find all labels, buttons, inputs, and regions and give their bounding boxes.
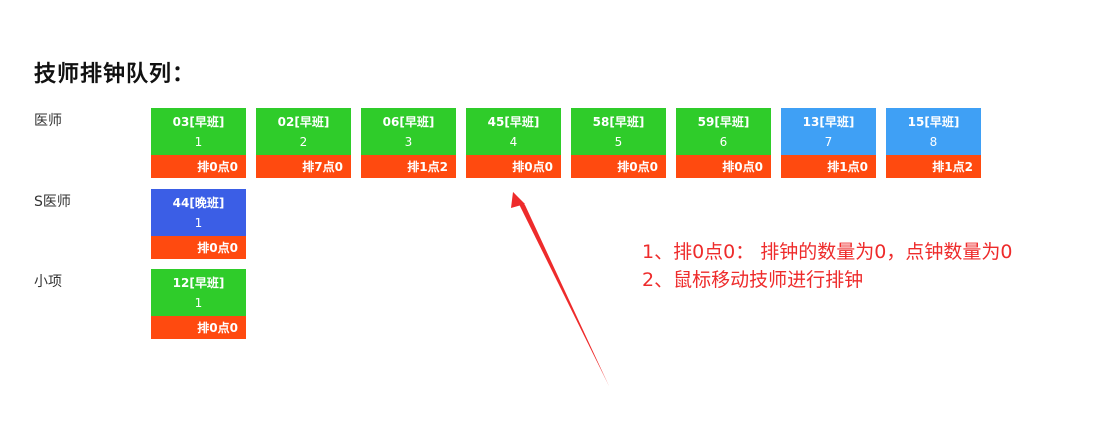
technician-card[interactable]: 58[早班] 5 排0点0 — [571, 108, 666, 178]
card-status: 排1点2 — [886, 155, 981, 178]
group-label-doctor: 医师 — [34, 113, 62, 129]
technician-card[interactable]: 03[早班] 1 排0点0 — [151, 108, 246, 178]
card-name: 12[早班] — [172, 275, 225, 290]
card-number: 7 — [824, 134, 833, 149]
technician-card[interactable]: 44[晚班] 1 排0点0 — [151, 189, 246, 259]
card-number: 1 — [194, 134, 203, 149]
card-header: 44[晚班] 1 — [151, 189, 246, 236]
card-status: 排0点0 — [151, 316, 246, 339]
card-header: 06[早班] 3 — [361, 108, 456, 155]
card-row-doctor: 03[早班] 1 排0点0 02[早班] 2 排7点0 06[早班] 3 排1点… — [151, 108, 981, 178]
card-number: 1 — [194, 295, 203, 310]
card-header: 13[早班] 7 — [781, 108, 876, 155]
card-header: 58[早班] 5 — [571, 108, 666, 155]
card-status: 排7点0 — [256, 155, 351, 178]
arrow-shaft — [513, 192, 609, 386]
card-status: 排1点0 — [781, 155, 876, 178]
card-number: 2 — [299, 134, 308, 149]
card-number: 5 — [614, 134, 623, 149]
technician-card[interactable]: 45[早班] 4 排0点0 — [466, 108, 561, 178]
card-status: 排0点0 — [571, 155, 666, 178]
card-name: 59[早班] — [697, 114, 750, 129]
card-header: 59[早班] 6 — [676, 108, 771, 155]
card-name: 13[早班] — [802, 114, 855, 129]
card-name: 44[晚班] — [172, 195, 225, 210]
card-status: 排0点0 — [466, 155, 561, 178]
card-number: 4 — [509, 134, 518, 149]
card-header: 02[早班] 2 — [256, 108, 351, 155]
annotation-note: 1、排0点0： 排钟的数量为0，点钟数量为0 2、鼠标移动技师进行排钟 — [642, 238, 1012, 294]
annotation-line-2: 2、鼠标移动技师进行排钟 — [642, 269, 864, 291]
card-name: 06[早班] — [382, 114, 435, 129]
page-title: 技师排钟队列： — [34, 62, 196, 87]
card-name: 15[早班] — [907, 114, 960, 129]
technician-card[interactable]: 02[早班] 2 排7点0 — [256, 108, 351, 178]
card-header: 45[早班] 4 — [466, 108, 561, 155]
card-name: 03[早班] — [172, 114, 225, 129]
card-header: 03[早班] 1 — [151, 108, 246, 155]
technician-card[interactable]: 06[早班] 3 排1点2 — [361, 108, 456, 178]
group-label-s-doctor: S医师 — [34, 194, 71, 210]
technician-card[interactable]: 13[早班] 7 排1点0 — [781, 108, 876, 178]
card-row-small-item: 12[早班] 1 排0点0 — [151, 269, 246, 339]
card-header: 15[早班] 8 — [886, 108, 981, 155]
card-name: 58[早班] — [592, 114, 645, 129]
technician-card[interactable]: 15[早班] 8 排1点2 — [886, 108, 981, 178]
card-number: 3 — [404, 134, 413, 149]
card-status: 排0点0 — [676, 155, 771, 178]
annotation-line-1: 1、排0点0： 排钟的数量为0，点钟数量为0 — [642, 241, 1013, 263]
card-status: 排0点0 — [151, 236, 246, 259]
technician-card[interactable]: 12[早班] 1 排0点0 — [151, 269, 246, 339]
arrow-head — [511, 192, 525, 208]
card-number: 6 — [719, 134, 728, 149]
card-number: 8 — [929, 134, 938, 149]
group-label-small-item: 小项 — [34, 274, 62, 290]
card-row-s-doctor: 44[晚班] 1 排0点0 — [151, 189, 246, 259]
card-status: 排0点0 — [151, 155, 246, 178]
card-header: 12[早班] 1 — [151, 269, 246, 316]
technician-card[interactable]: 59[早班] 6 排0点0 — [676, 108, 771, 178]
card-number: 1 — [194, 215, 203, 230]
card-name: 45[早班] — [487, 114, 540, 129]
card-status: 排1点2 — [361, 155, 456, 178]
card-name: 02[早班] — [277, 114, 330, 129]
